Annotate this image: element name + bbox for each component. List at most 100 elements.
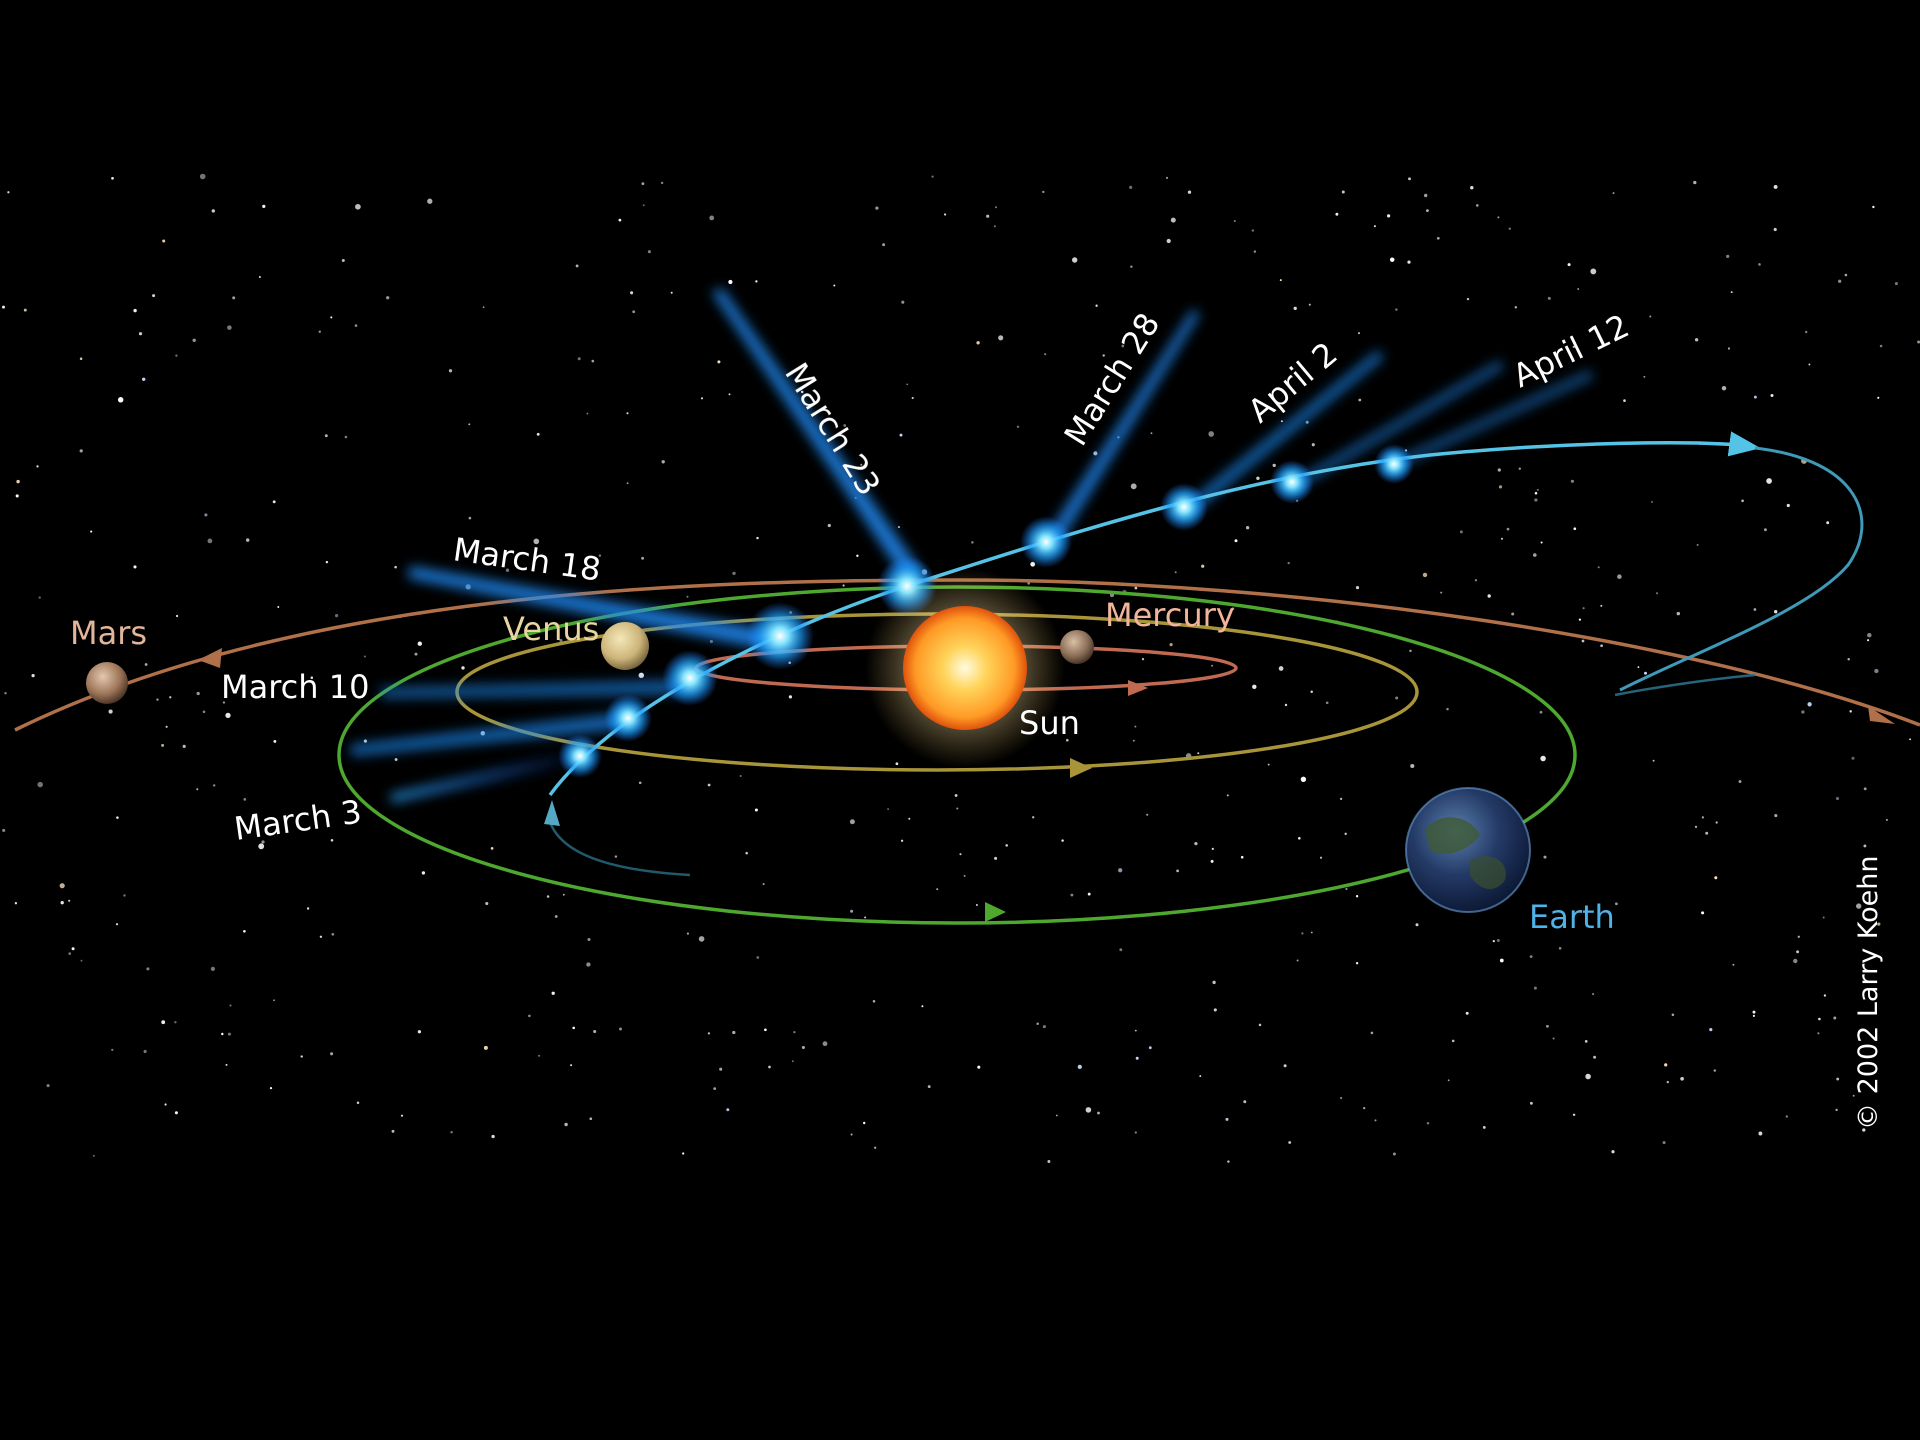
star [536, 432, 540, 436]
star [682, 1152, 685, 1155]
tail-april2 [1183, 350, 1384, 516]
star [1134, 586, 1138, 590]
star [1766, 478, 1772, 484]
star [1573, 527, 1577, 531]
star [1293, 306, 1297, 311]
star [626, 482, 629, 485]
star [732, 1030, 736, 1035]
star [1272, 463, 1276, 468]
star [1498, 485, 1503, 489]
star [1055, 1114, 1058, 1117]
star [1879, 344, 1883, 348]
star [38, 596, 41, 599]
star [887, 808, 890, 811]
star [31, 674, 35, 678]
star [1085, 1107, 1092, 1113]
star [1497, 468, 1501, 472]
star [1148, 1046, 1152, 1050]
star [1355, 962, 1359, 965]
star [1823, 994, 1827, 997]
star [1835, 796, 1840, 801]
star [1793, 958, 1798, 964]
earth-planet [1405, 787, 1531, 913]
sun-disk [903, 606, 1027, 730]
star [1643, 375, 1646, 378]
star [874, 1146, 877, 1149]
star [1732, 963, 1735, 966]
mercury-orbit-arrow [1128, 680, 1148, 696]
star [1150, 432, 1153, 435]
star [414, 652, 418, 656]
star [1042, 1025, 1046, 1029]
comet-orbit-loop [1619, 446, 1864, 692]
star [1552, 1037, 1555, 1040]
star [1753, 395, 1757, 399]
star [196, 788, 199, 791]
star [698, 936, 705, 942]
star [143, 1049, 147, 1054]
star [123, 894, 126, 897]
star [1499, 958, 1504, 963]
orbit-arrows [198, 648, 1895, 922]
star [169, 696, 172, 699]
star [1514, 306, 1518, 309]
star [68, 899, 71, 902]
star [1671, 1013, 1675, 1017]
star [1409, 649, 1412, 653]
star [258, 276, 261, 278]
star [1885, 818, 1888, 821]
star [330, 1052, 334, 1056]
star [1287, 561, 1290, 565]
star [1370, 1031, 1374, 1035]
star [728, 279, 733, 285]
star [1592, 993, 1595, 996]
star [37, 781, 43, 788]
star [762, 883, 765, 886]
star [850, 909, 854, 913]
star [1713, 1069, 1717, 1072]
venus-label: Venus [503, 610, 599, 648]
star [1214, 608, 1217, 611]
star [355, 203, 361, 210]
star [586, 412, 589, 415]
star [638, 781, 642, 785]
star [92, 1154, 95, 1157]
star [1345, 887, 1348, 891]
star [591, 359, 595, 363]
star [325, 560, 329, 564]
star [90, 530, 93, 533]
star [210, 966, 216, 972]
star [1709, 1028, 1713, 1032]
star [319, 935, 323, 938]
star [1130, 483, 1137, 490]
star [1166, 238, 1171, 244]
star [872, 1000, 876, 1003]
star [1426, 1122, 1430, 1125]
star [1256, 476, 1260, 480]
star [1826, 521, 1830, 525]
star [1470, 186, 1474, 190]
star [1849, 710, 1852, 713]
star [138, 332, 143, 336]
star [533, 538, 540, 545]
star [1666, 1080, 1670, 1084]
mars-orbit-arrow [198, 648, 222, 668]
star [1310, 931, 1313, 934]
star [618, 218, 622, 222]
star [417, 641, 422, 646]
star [793, 1030, 796, 1034]
star [1016, 425, 1020, 428]
star [593, 1029, 597, 1034]
star [1335, 212, 1339, 216]
star [1805, 330, 1808, 334]
star [1570, 479, 1574, 483]
star [468, 423, 471, 426]
star [1593, 1055, 1597, 1059]
star [756, 956, 760, 959]
star [1146, 813, 1149, 816]
star [165, 725, 168, 728]
star [1715, 821, 1718, 824]
tail-march3 [390, 748, 582, 802]
star [1818, 1017, 1821, 1021]
star [1226, 794, 1229, 797]
